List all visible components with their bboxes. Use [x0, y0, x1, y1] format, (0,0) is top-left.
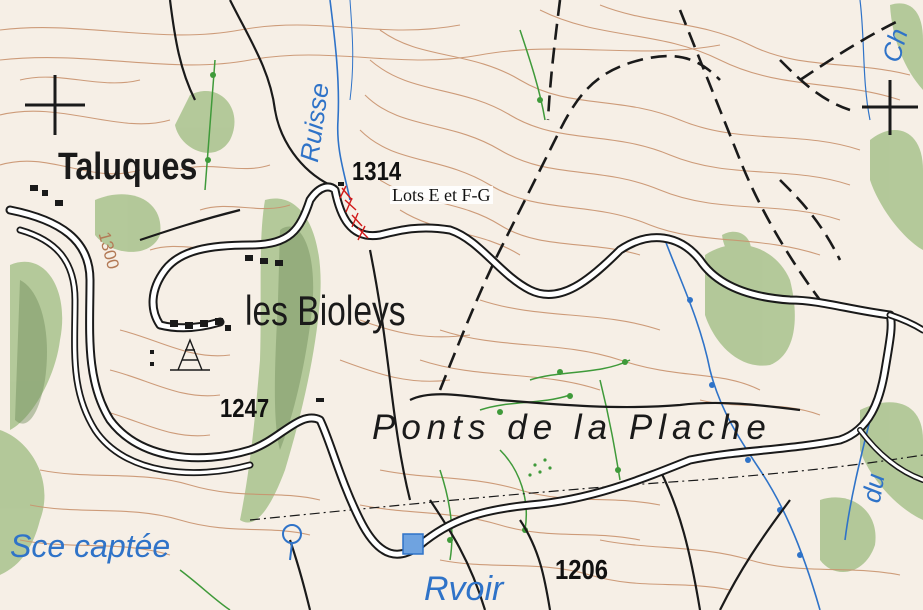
label-alt-1206: 1206 — [555, 554, 608, 585]
orchard-dots — [528, 458, 552, 477]
tracks — [139, 0, 801, 610]
label-les-bioleys: les Bioleys — [245, 287, 406, 334]
grid-cross-icons — [25, 75, 918, 135]
thin-dashed-line — [249, 454, 923, 521]
relief-shading — [15, 226, 314, 450]
label-source: Sce captée — [10, 528, 171, 564]
label-du: du — [856, 471, 891, 505]
label-reservoir: Rvoir — [424, 570, 504, 608]
stream-markers — [687, 297, 803, 558]
main-road — [5, 182, 923, 559]
label-ch: Ch — [876, 25, 914, 66]
label-ponts-de-la-plache: Ponts de la Plache — [372, 408, 772, 447]
dashed-tracks — [438, 0, 901, 391]
label-taluques: Taluques — [58, 146, 198, 188]
spot-height-marks — [316, 182, 344, 402]
buildings — [30, 185, 283, 366]
spring-icon — [282, 524, 302, 561]
lot-marker-icon — [339, 185, 369, 241]
reservoir-icon — [402, 533, 424, 555]
pylon-icon — [170, 338, 210, 371]
label-alt-1314: 1314 — [352, 156, 402, 186]
label-alt-1247: 1247 — [220, 393, 270, 423]
label-lots: Lots E et F-G — [390, 185, 493, 205]
